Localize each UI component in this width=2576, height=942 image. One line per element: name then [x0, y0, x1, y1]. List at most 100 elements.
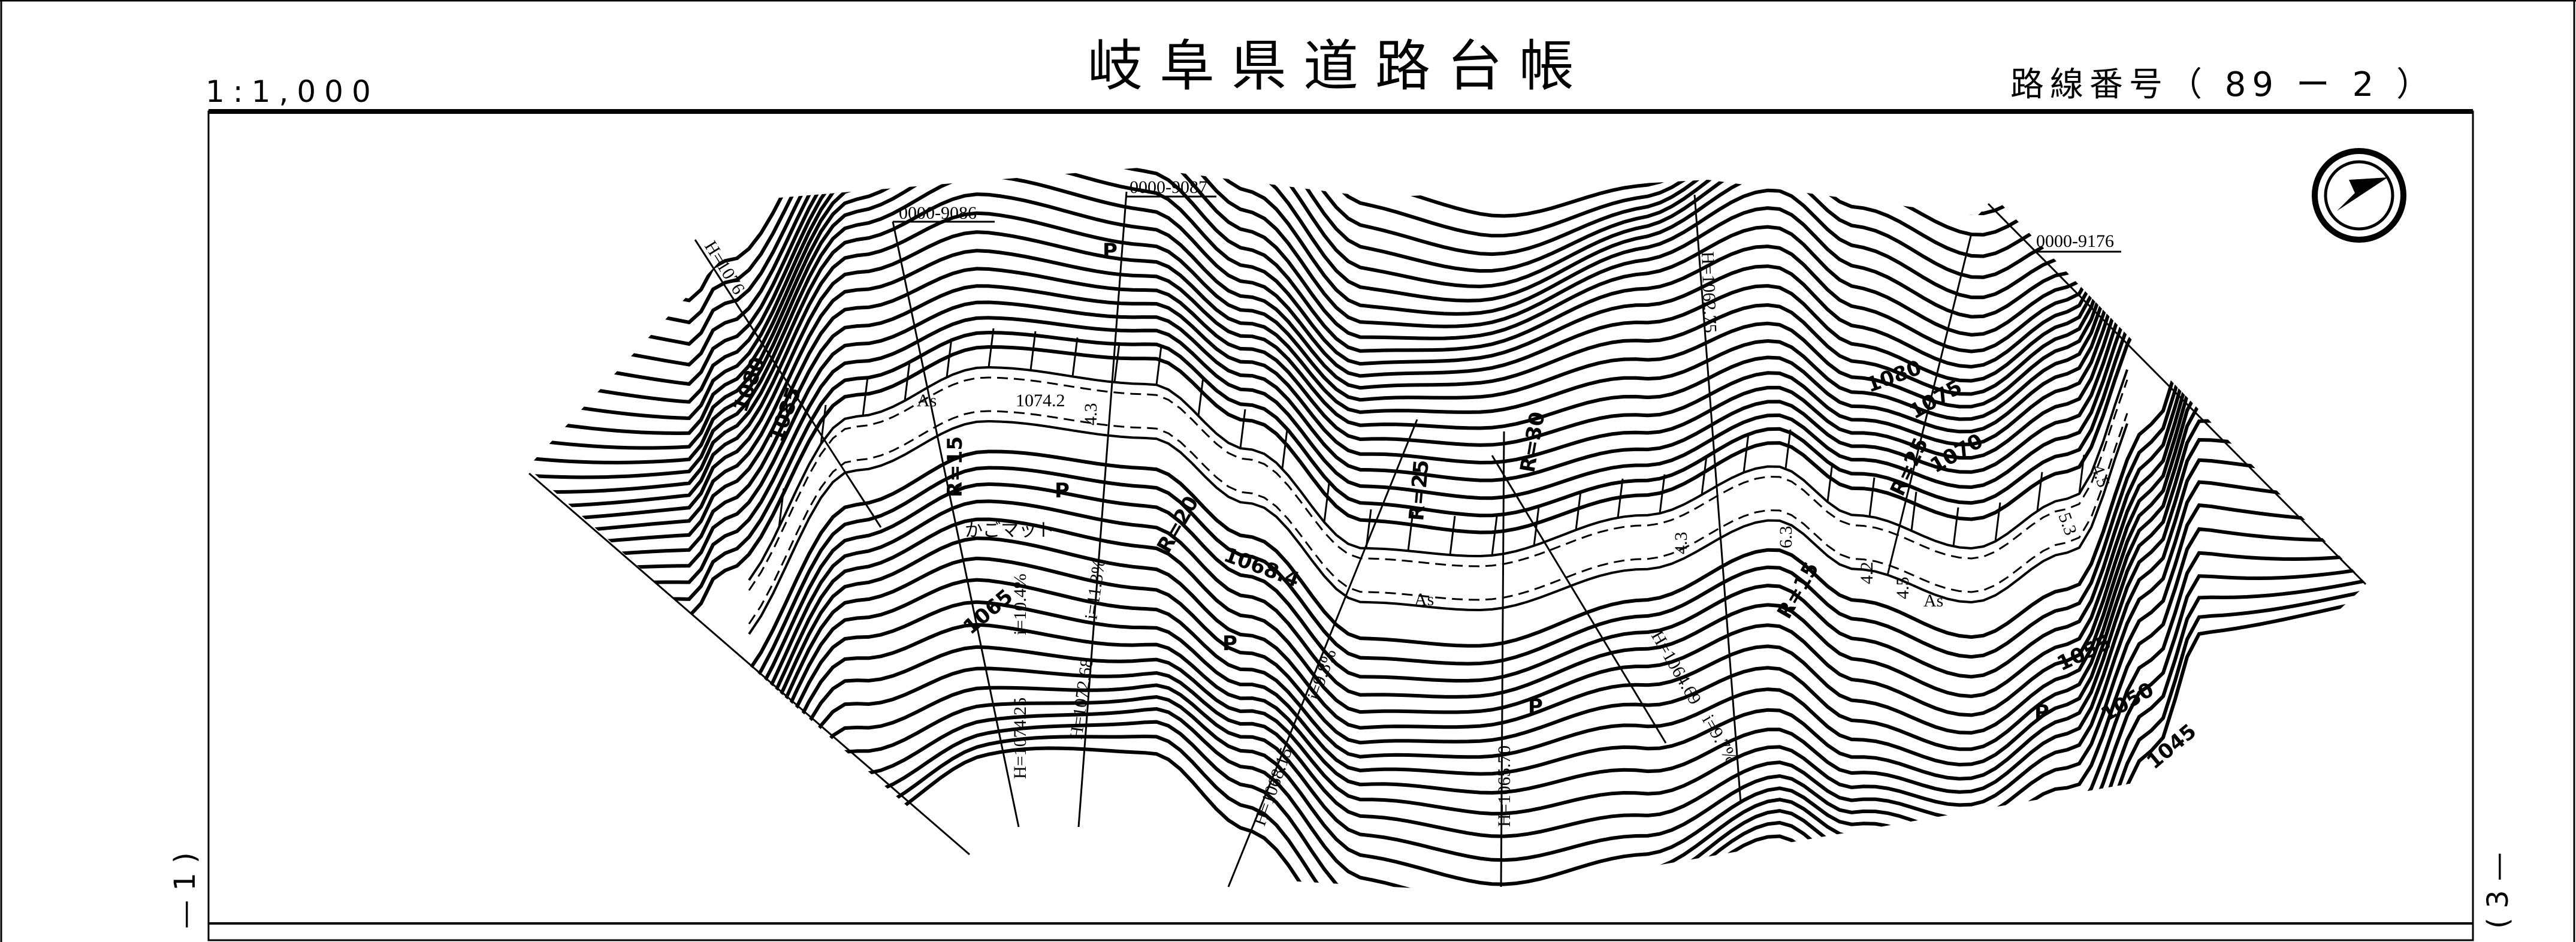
slope-hatch	[1281, 430, 1288, 469]
section-elevation: H=1076	[700, 237, 748, 298]
contour-line-upper	[527, 168, 2367, 523]
contour-line-lower	[527, 368, 2367, 814]
section-grade: i=10.4%	[1010, 573, 1030, 635]
contour-line-lower	[527, 351, 2367, 794]
slope-hatch	[1910, 491, 1917, 531]
contour-label: 1045	[2142, 719, 2201, 774]
contour-line-upper	[527, 168, 2367, 590]
slope-hatch	[1743, 433, 1750, 473]
contour-label: 1068.4	[1221, 543, 1303, 592]
contour-line-lower	[527, 480, 2367, 893]
section-grade: i=11.3%	[1081, 558, 1109, 621]
slope-hatch	[1952, 507, 1959, 547]
road-width: 4.3	[1671, 532, 1691, 555]
contour-line-upper	[527, 168, 2367, 281]
surface-label: As	[1923, 591, 1943, 611]
contour-line-upper	[527, 179, 2367, 604]
section-lines	[694, 191, 2121, 887]
contour-line-lower	[527, 334, 2367, 775]
contour-line-lower	[527, 385, 2367, 833]
road-edge	[748, 419, 2128, 635]
pole-marker: P	[1528, 695, 1543, 718]
section-elevation: H=1074.25	[1010, 698, 1030, 779]
contour-line-upper	[527, 195, 2367, 619]
pole-marker: P	[1055, 479, 1070, 503]
right-sheet-ref: ( 3 —	[2481, 852, 2515, 929]
scale-label: 1:1,000	[206, 74, 379, 109]
contour-line-lower	[527, 458, 2367, 893]
section-elevation: H=1064.69	[1647, 627, 1705, 708]
contour-line-lower	[527, 437, 2367, 887]
contour-line-lower	[527, 401, 2367, 852]
contour-line-lower	[527, 301, 2367, 736]
slope-hatch	[987, 328, 995, 368]
road-width: 6.3	[1776, 526, 1796, 549]
contour-line-upper	[527, 168, 2367, 465]
section-elevation: H=1072.68	[1066, 657, 1097, 741]
map-cut-line-left	[529, 472, 970, 856]
parcel-id: 0000-9087	[1130, 177, 1207, 197]
gabion-mat-label: かごマット	[965, 521, 1055, 541]
contour-line-upper	[527, 168, 2367, 450]
slope-hatch	[1449, 515, 1456, 555]
contour-line-upper	[527, 168, 2367, 537]
slope-hatch	[1868, 477, 1876, 517]
road-center-dashed	[748, 410, 2128, 625]
slope-hatch	[1239, 409, 1246, 449]
contour-line-upper	[527, 168, 2367, 479]
slope-hatch	[1575, 491, 1582, 530]
slope-hatch	[1826, 463, 1834, 502]
page-title: 岐阜県道路台帳	[1088, 34, 1591, 98]
slope-hatch	[2036, 472, 2043, 511]
curve-radius: R=20	[1152, 492, 1204, 557]
pole-marker: P	[1222, 632, 1237, 656]
parcel-id: 0000-9086	[899, 203, 977, 223]
map-cut-line-right	[1987, 203, 2367, 585]
slope-hatch	[1029, 331, 1037, 371]
contour-label: 1080	[1863, 356, 1925, 398]
road-width: 4.3	[1081, 403, 1101, 426]
route-number: 路線番号（ 89 ー 2 ）	[2010, 65, 2436, 104]
slope-hatch	[1197, 376, 1204, 416]
slope-hatch	[946, 338, 953, 378]
slope-hatch	[1155, 346, 1162, 385]
surface-label: As	[1414, 590, 1434, 609]
contour-line-upper	[527, 168, 2367, 563]
slope-hatch	[1659, 474, 1666, 514]
contour-line-upper	[527, 168, 2367, 421]
contour-line-upper	[527, 168, 2367, 303]
curve-radius: R=25	[1405, 459, 1434, 522]
curve-radius: R=15	[943, 436, 967, 497]
slope-hatch	[1533, 506, 1540, 546]
slope-hatch	[778, 488, 785, 528]
slope-hatch	[1071, 337, 1079, 377]
slope-hatch	[1784, 429, 1792, 469]
slope-hatch	[1407, 512, 1414, 551]
pole-marker: P	[2034, 701, 2049, 724]
road-width: 5.3	[2054, 510, 2080, 538]
contour-line-lower	[527, 419, 2367, 870]
pole-marker: P	[1103, 239, 1118, 263]
section-grade: i=9.8%	[1304, 647, 1340, 703]
road-width: 4.5	[1893, 577, 1913, 600]
road-elevation: 1074.2	[1016, 391, 1065, 410]
road-edge	[748, 366, 2128, 581]
slope-hatch	[1701, 455, 1708, 495]
contour-line-upper	[527, 168, 2367, 576]
curve-radius: R=30	[1515, 410, 1550, 474]
contour-line-upper	[527, 168, 2367, 509]
slope-hatch	[1491, 516, 1498, 556]
slope-hatch	[1617, 478, 1624, 518]
contour-line-upper	[527, 168, 2367, 550]
section-elevation: H=1065.70	[1494, 745, 1514, 827]
contour-line-upper	[527, 168, 2367, 494]
slope-hatch	[862, 376, 869, 416]
slope-hatch	[2078, 454, 2085, 494]
parcel-id: 0000-9176	[2036, 231, 2114, 251]
slope-hatch	[1113, 343, 1121, 383]
surface-label: As	[917, 391, 937, 410]
north-arrow-icon	[2312, 148, 2406, 243]
slope-hatch	[1323, 483, 1330, 523]
contour-line-lower	[527, 318, 2367, 756]
